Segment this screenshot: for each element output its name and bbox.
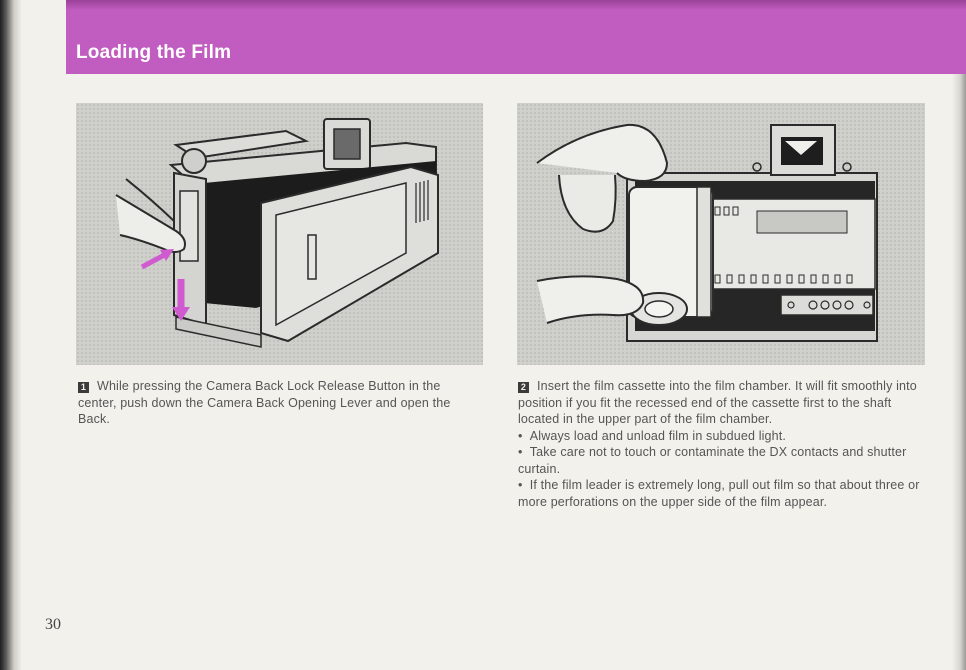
page-title: Loading the Film — [76, 42, 232, 63]
step-2-text: Insert the film cassette into the film c… — [518, 379, 917, 426]
bullet-item: • If the film leader is extremely long, … — [518, 478, 920, 509]
section-header-bar: Loading the Film — [66, 0, 966, 74]
header-shade — [66, 0, 966, 10]
camera-back-drawing — [115, 118, 439, 348]
page-edge-shadow — [952, 0, 966, 670]
illustration-open-camera-back — [76, 103, 483, 365]
bullet-text: Always load and unload film in subdued l… — [529, 428, 786, 443]
step-number-badge: 2 — [518, 382, 529, 393]
bullet-item: • Take care not to touch or contaminate … — [518, 445, 907, 476]
step-number-badge: 1 — [78, 382, 89, 393]
bullet-text: If the film leader is extremely long, pu… — [518, 478, 920, 509]
film-chamber-drawing — [536, 123, 878, 342]
step-1-text: While pressing the Camera Back Lock Rele… — [78, 379, 451, 426]
bullet-text: Take care not to touch or contaminate th… — [518, 445, 907, 476]
book-spine-shadow — [0, 0, 22, 670]
illustration-insert-cassette — [517, 103, 925, 365]
page-number: 30 — [45, 616, 61, 633]
bullet-item: • Always load and unload film in subdued… — [518, 428, 786, 443]
